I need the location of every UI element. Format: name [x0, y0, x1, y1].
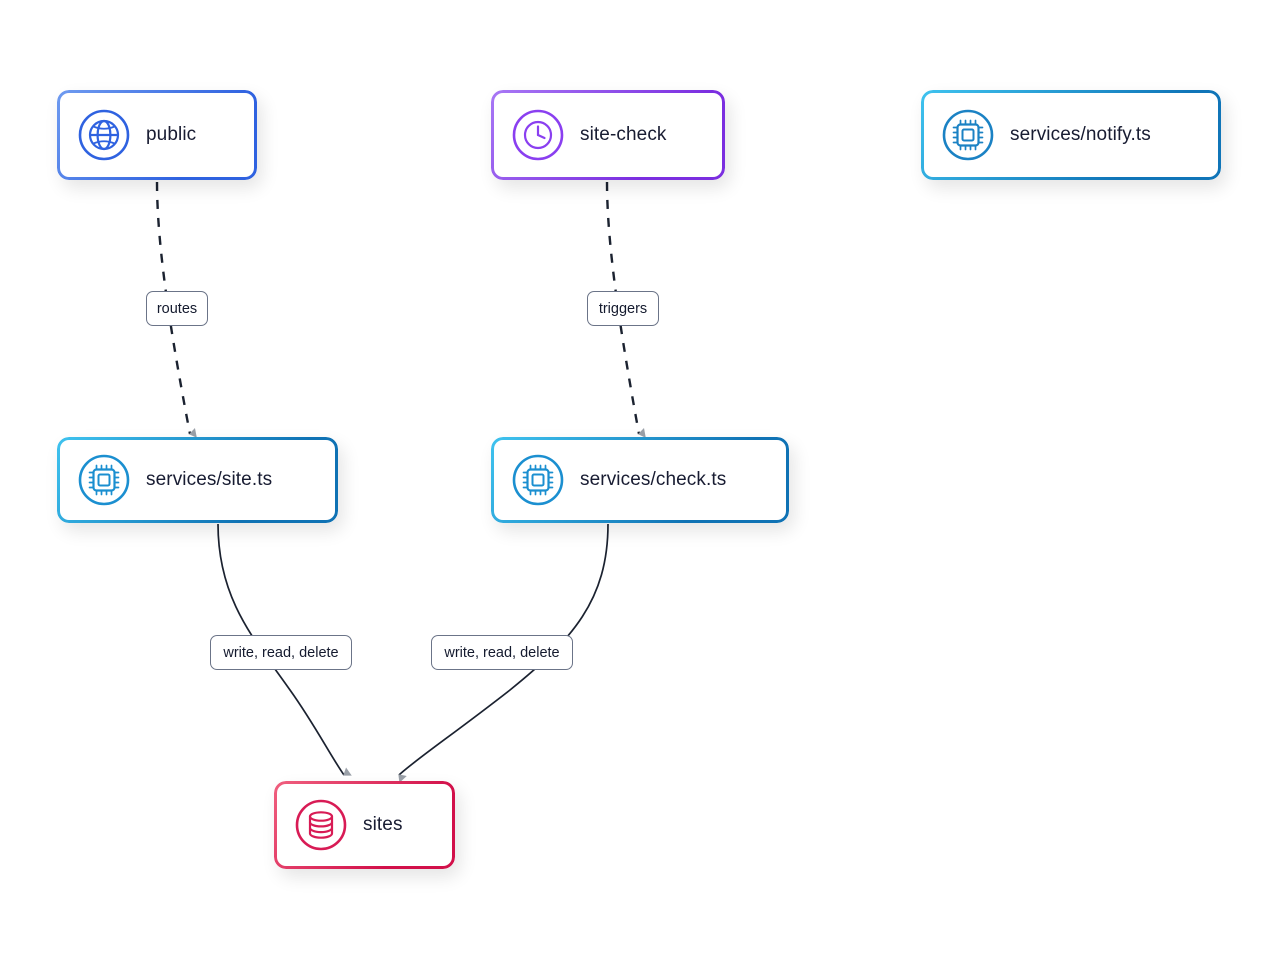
edge-site-to-sites: [217, 523, 352, 776]
edge-label-sitecheck-to-check: triggers: [587, 291, 659, 326]
node-label: services/check.ts: [580, 469, 727, 490]
database-icon: [295, 799, 347, 851]
globe-icon: [78, 109, 130, 161]
node-services-notify-ts[interactable]: services/notify.ts: [921, 90, 1221, 180]
node-content: services/site.ts: [76, 440, 317, 520]
clock-icon: [512, 109, 564, 161]
node-label: services/notify.ts: [1010, 124, 1151, 145]
node-public[interactable]: public: [57, 90, 257, 180]
node-services-check-ts[interactable]: services/check.ts: [491, 437, 789, 523]
edge-label-check-to-sites: write, read, delete: [431, 635, 573, 670]
node-sites[interactable]: sites: [274, 781, 455, 869]
node-content: sites: [293, 784, 434, 866]
node-services-site-ts[interactable]: services/site.ts: [57, 437, 338, 523]
node-label: sites: [363, 814, 403, 835]
chip-icon: [512, 454, 564, 506]
node-label: site-check: [580, 124, 667, 145]
edge-label-public-to-site: routes: [146, 291, 208, 326]
node-site-check[interactable]: site-check: [491, 90, 725, 180]
edge-check-to-sites: [398, 523, 609, 783]
edge-label-site-to-sites: write, read, delete: [210, 635, 352, 670]
node-content: services/notify.ts: [940, 93, 1200, 177]
node-label: public: [146, 124, 197, 145]
node-content: services/check.ts: [510, 440, 768, 520]
node-content: public: [76, 93, 236, 177]
chip-icon: [78, 454, 130, 506]
node-label: services/site.ts: [146, 469, 273, 490]
node-content: site-check: [510, 93, 704, 177]
chip-icon: [942, 109, 994, 161]
